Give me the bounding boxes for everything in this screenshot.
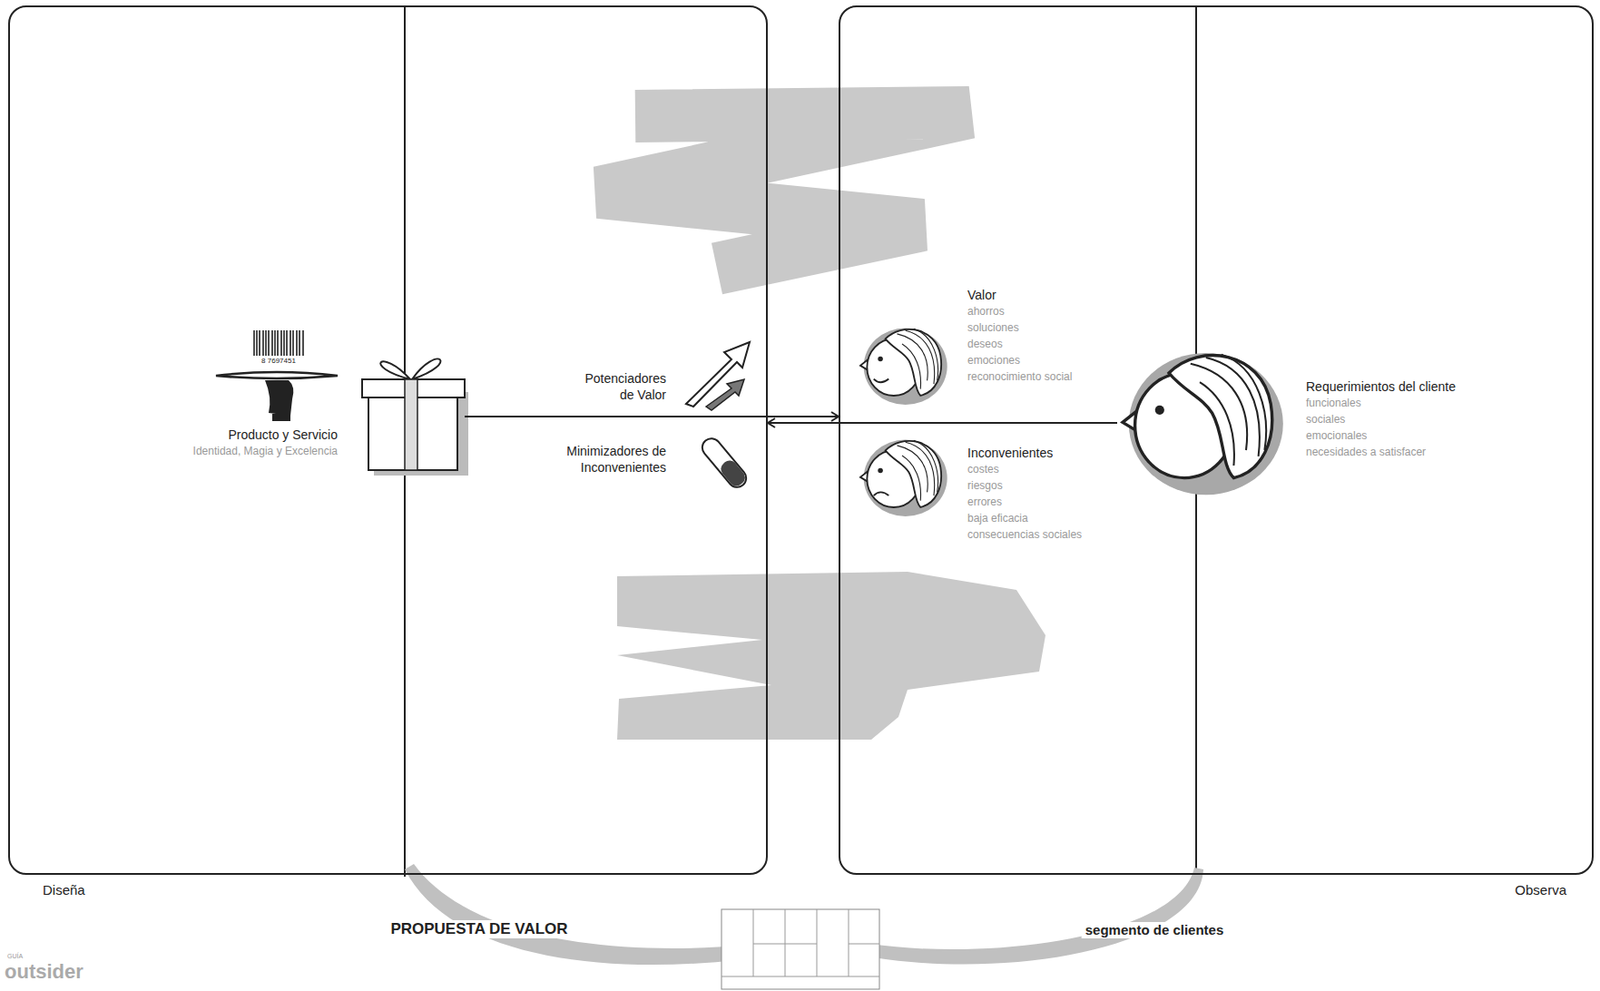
canvas-section: Valorahorrossolucionesdeseosemocionesrec… — [853, 286, 1078, 409]
section-item: consecuencias sociales — [967, 526, 1082, 543]
section-heading: Requerimientos del cliente — [1305, 378, 1456, 395]
section-item: emocionales — [1305, 427, 1456, 444]
bandage-icon — [698, 434, 750, 491]
happy-face — [860, 327, 948, 405]
section-item: errores — [967, 493, 1082, 511]
panel-caption: Observa — [1514, 882, 1567, 898]
section-heading: Inconvenientes — [967, 444, 1082, 462]
watermark: outsider — [4, 960, 84, 984]
section-item: deseos — [967, 335, 1072, 353]
section-heading: Valor — [967, 286, 1072, 304]
canvas-thumbnail — [721, 909, 880, 990]
section-item: reconocimiento social — [967, 368, 1072, 385]
panel-caption: Diseña — [42, 882, 86, 898]
face-frown — [873, 491, 890, 496]
section-item: soluciones — [967, 319, 1072, 336]
canvas-section: Inconvenientescostesriesgoserroresbaja e… — [853, 433, 1088, 547]
canvas-section: Minimizadores de Inconvenientes — [553, 437, 754, 492]
section-item: Identidad, Magia y Excelencia — [193, 442, 338, 460]
gain-arrow-icon — [686, 342, 750, 407]
section-title: PROPUESTA DE VALOR — [386, 920, 571, 939]
gift-bow — [412, 359, 441, 380]
bandage-icon — [717, 457, 748, 490]
section-title: segmento de clientes — [1081, 922, 1228, 939]
flow-arrow — [767, 422, 1118, 424]
section-item: necesidades a satisfacer — [1305, 443, 1456, 461]
section-item: sociales — [1305, 411, 1456, 428]
canvas-section: Potenciadores de Valor — [569, 366, 754, 409]
section-item: riesgos — [967, 477, 1082, 494]
section-heading: Producto y Servicio — [193, 426, 338, 443]
gift-bow — [380, 361, 411, 380]
bandage-icon — [698, 434, 750, 491]
section-item: costes — [967, 461, 1082, 478]
cuff — [272, 413, 291, 422]
section-heading: Minimizadores de Inconvenientes — [559, 442, 667, 476]
face-smile — [873, 379, 890, 383]
sad-face — [860, 439, 948, 517]
flow-arrow — [464, 415, 839, 418]
hand — [265, 380, 294, 416]
section-item: ahorros — [967, 303, 1072, 320]
customer-face — [1122, 353, 1284, 495]
section-item: funcionales — [1305, 394, 1456, 412]
section-heading: Potenciadores de Valor — [575, 370, 667, 403]
section-item: baja eficacia — [967, 510, 1082, 527]
barcode — [254, 330, 304, 356]
brush-blob — [617, 571, 1046, 740]
gain-arrow-icon — [706, 379, 745, 411]
canvas-section: Requerimientos del clientefuncionalessoc… — [1117, 344, 1462, 494]
canvas-panel: DiseñaProducto y ServicioIdentidad, Magi… — [8, 5, 768, 875]
canvas-section: Producto y ServicioIdentidad, Magia y Ex… — [187, 379, 465, 472]
thumbnail-grid — [721, 909, 880, 977]
serving-tray — [215, 372, 338, 379]
barcode-number: 8 7697451 — [261, 356, 296, 366]
watermark: GUÍA — [7, 952, 23, 961]
gift-ribbon — [404, 379, 418, 471]
brush-blob — [598, 112, 970, 269]
canvas-panel: ObservaValorahorrossolucionesdeseosemoci… — [838, 5, 1594, 875]
section-item: emociones — [967, 352, 1072, 369]
swoosh — [869, 867, 1204, 965]
